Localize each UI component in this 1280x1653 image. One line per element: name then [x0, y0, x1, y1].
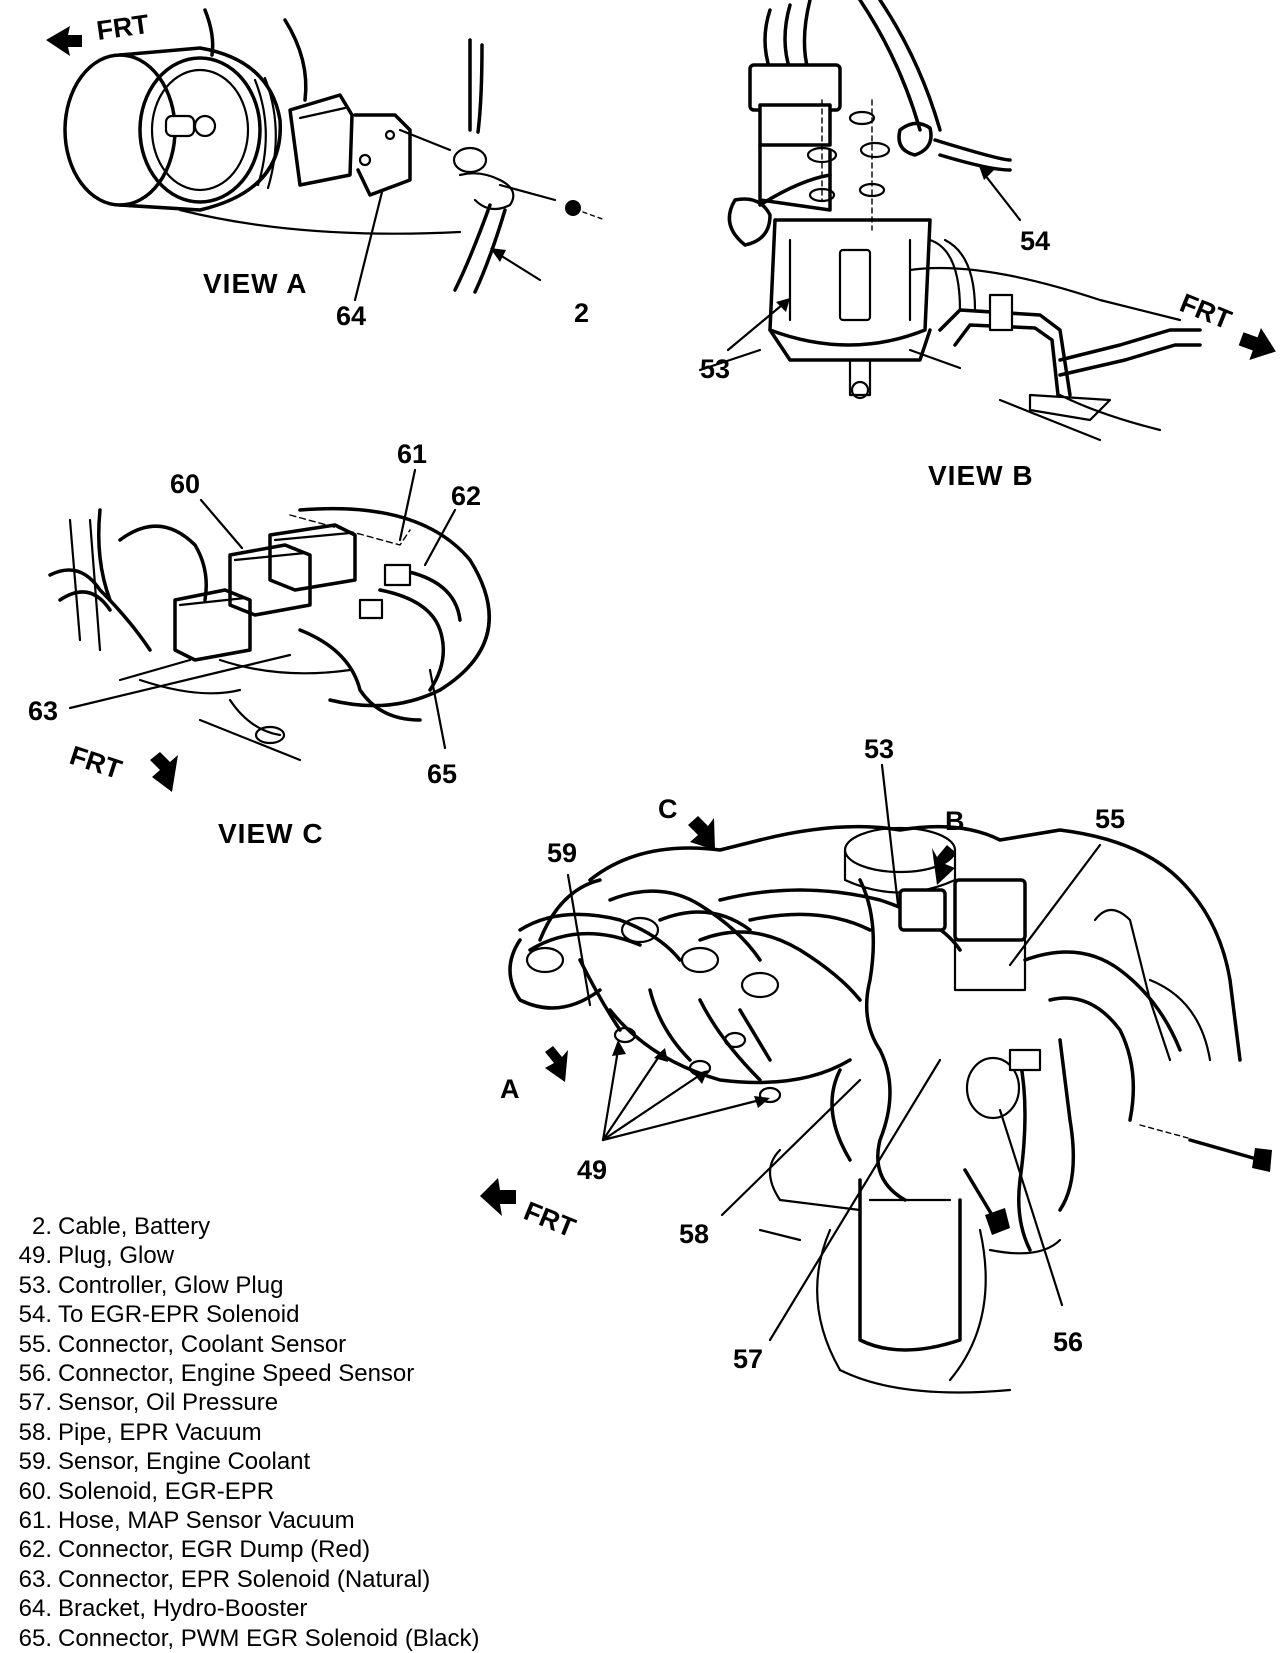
- callout-55: 55: [1095, 804, 1125, 834]
- callout-56: 56: [1053, 1327, 1083, 1357]
- callout-57: 57: [733, 1344, 763, 1374]
- frt-label: FRT: [66, 740, 126, 785]
- callout-62: 62: [451, 481, 481, 511]
- view-c-indicator: C: [658, 794, 678, 824]
- legend-item: 60.Solenoid, EGR-EPR: [18, 1477, 275, 1505]
- callout-49: 49: [577, 1155, 607, 1185]
- bolt-icon: [1252, 1148, 1272, 1172]
- legend-item: 63.Connector, EPR Solenoid (Natural): [18, 1565, 431, 1593]
- callout-58: 58: [679, 1219, 709, 1249]
- callout-63: 63: [28, 696, 58, 726]
- callout-65: 65: [427, 759, 457, 789]
- leader-arrowhead-icon: [776, 298, 790, 312]
- view-b-arrow-icon: [932, 845, 955, 885]
- callout-61: 61: [397, 439, 427, 469]
- view-c-illustration: 60 61 62 63 65 FRT VIEW C: [28, 439, 491, 849]
- parts-legend: 2.Cable, Battery 49.Plug, Glow 53.Contro…: [0, 1212, 600, 1653]
- view-a-illustration: FRT VIEW A 64 2: [46, 8, 606, 331]
- callout-60: 60: [170, 469, 200, 499]
- legend-item: 2.Cable, Battery: [31, 1213, 211, 1240]
- legend-item: 64.Bracket, Hydro-Booster: [18, 1595, 308, 1623]
- legend-item: 53.Controller, Glow Plug: [18, 1271, 284, 1299]
- view-a-arrow-icon: [545, 1046, 568, 1082]
- leader-arrowhead-icon: [612, 1040, 626, 1056]
- leader-arrowhead-icon: [754, 1096, 770, 1108]
- view-a-indicator: A: [500, 1074, 520, 1104]
- legend-item: 61.Hose, MAP Sensor Vacuum: [18, 1507, 355, 1535]
- leader-arrowhead-icon: [654, 1048, 668, 1062]
- bolt-icon: [985, 1208, 1010, 1235]
- view-c-arrow-icon: [688, 816, 715, 850]
- leader-arrowhead-icon: [694, 1070, 708, 1084]
- legend-item: 62.Connector, EGR Dump (Red): [18, 1536, 371, 1564]
- view-c-label: VIEW C: [218, 818, 324, 849]
- main-engine-illustration: C B A FRT 53 55 59 49 58 57 56: [480, 734, 1272, 1394]
- callout-59: 59: [547, 838, 577, 868]
- frt-arrow-icon: [150, 752, 178, 792]
- legend-item: 58.Pipe, EPR Vacuum: [18, 1418, 262, 1446]
- legend-item: 57.Sensor, Oil Pressure: [18, 1389, 279, 1417]
- callout-2: 2: [574, 298, 589, 328]
- leader-arrowhead-icon: [490, 248, 506, 262]
- frt-arrow-icon: [480, 1178, 516, 1216]
- view-b-indicator: B: [945, 806, 965, 836]
- view-b-label: VIEW B: [928, 460, 1034, 491]
- callout-54: 54: [1020, 226, 1050, 256]
- frt-arrow-icon: [1238, 327, 1276, 360]
- callout-53: 53: [700, 354, 730, 384]
- legend-item: 59.Sensor, Engine Coolant: [18, 1448, 311, 1476]
- leader-arrowhead-icon: [979, 166, 994, 180]
- view-a-label: VIEW A: [203, 268, 308, 299]
- legend-item: 56.Connector, Engine Speed Sensor: [18, 1360, 415, 1388]
- legend-item: 55.Connector, Coolant Sensor: [18, 1330, 347, 1358]
- frt-label: FRT: [95, 9, 152, 46]
- callout-53-main: 53: [864, 734, 894, 764]
- view-b-illustration: FRT 54 53 VIEW B: [698, 0, 1276, 491]
- legend-item: 54.To EGR-EPR Solenoid: [18, 1301, 300, 1329]
- legend-item: 65.Connector, PWM EGR Solenoid (Black): [18, 1624, 480, 1652]
- callout-64: 64: [336, 301, 366, 331]
- legend-item: 49.Plug, Glow: [18, 1242, 175, 1270]
- frt-arrow-icon: [46, 26, 82, 56]
